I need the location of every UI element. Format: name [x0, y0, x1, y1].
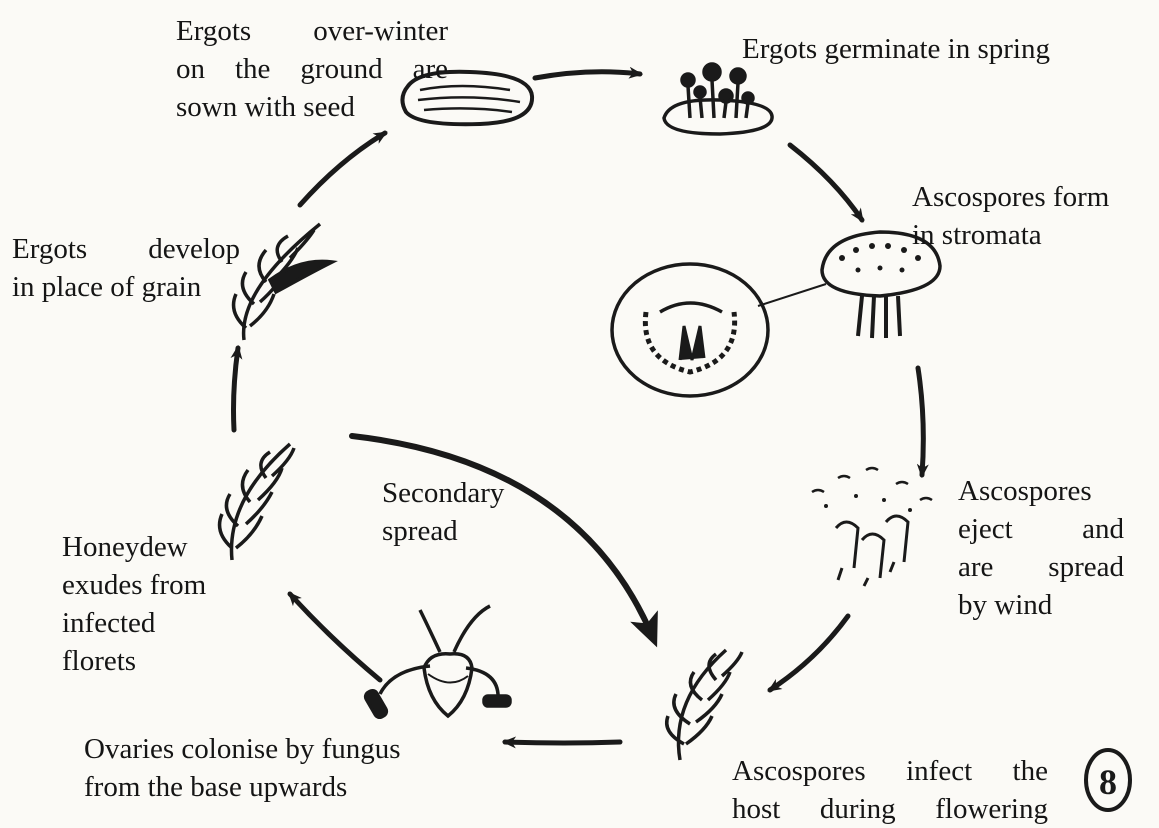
label-germinate: Ergots germinate in spring — [742, 30, 1050, 68]
arrow-germination-to-stroma — [790, 145, 862, 220]
honeydew-ear-icon — [220, 444, 294, 560]
germinating-ergot-icon — [664, 64, 772, 134]
ascospore-release-icon — [812, 468, 932, 586]
arrow-ejection-to-infection — [770, 616, 848, 690]
label-ascospores-form: Ascospores form in stromata — [912, 178, 1109, 254]
ergot-ear-icon — [234, 224, 332, 340]
arrow-sclerotium-to-germination — [535, 72, 640, 78]
pointer-line — [758, 284, 826, 306]
perithecium-inset-icon — [612, 264, 768, 396]
infected-ear-icon — [667, 650, 742, 760]
label-eject: Ascospores eject and are spread by wind — [958, 472, 1124, 624]
label-develop: Ergots develop in place of grain — [12, 230, 240, 306]
page-number-badge: 8 — [1086, 750, 1130, 810]
label-overwinter: Ergots over-winter on the ground are sow… — [176, 12, 448, 126]
arrow-colonisation-to-honeydew — [290, 594, 380, 680]
arrow-honeydew-to-ergot — [234, 348, 239, 430]
colonised-ovary-icon — [364, 606, 510, 719]
arrow-stroma-to-ejection — [918, 368, 923, 475]
label-infect: Ascospores infect the host during flower… — [732, 752, 1048, 828]
arrow-ergot-to-sclerotium — [300, 133, 385, 205]
label-secondary-spread: Secondary spread — [382, 474, 504, 550]
label-honeydew: Honeydew exudes from infected florets — [62, 528, 206, 680]
label-colonise: Ovaries colonise by fungus from the base… — [84, 730, 401, 806]
page-number-symbol: 8 — [1099, 762, 1117, 802]
arrow-infection-to-colonisation — [505, 742, 620, 743]
